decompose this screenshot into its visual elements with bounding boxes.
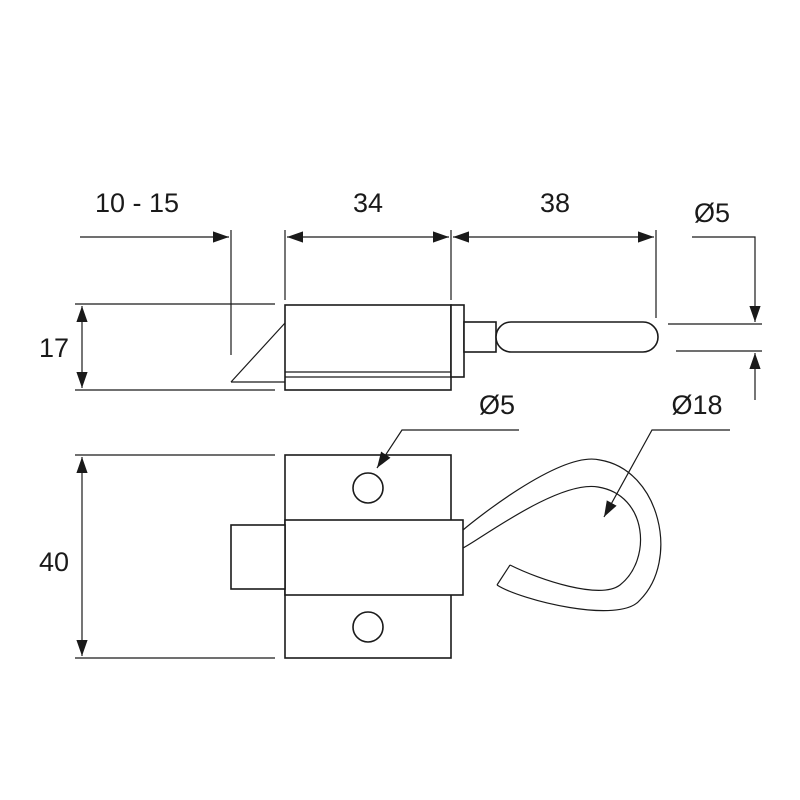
- bolt-collar: [463, 321, 497, 353]
- side-view: [75, 230, 762, 400]
- dimension-label-width: 40: [39, 547, 69, 577]
- hook-handle-inner: [462, 485, 641, 591]
- hook-end: [496, 564, 511, 586]
- dimension-label-body-length: 34: [353, 188, 383, 218]
- front-view: [75, 429, 730, 659]
- dimension-label-throw: 10 - 15: [95, 188, 179, 218]
- dimension-arrow-bolt-diameter-top: [692, 236, 761, 322]
- end-plate-side: [450, 304, 465, 378]
- mounting-hole-bottom: [352, 611, 384, 643]
- dimension-label-height: 17: [39, 333, 69, 363]
- bevel-edge: [230, 322, 286, 383]
- bolt-tip: [230, 524, 286, 590]
- bolt-housing: [284, 519, 464, 596]
- latch-body-side: [284, 304, 452, 391]
- leader-hook-diameter: [603, 429, 730, 518]
- mounting-hole-top: [352, 472, 384, 504]
- dimension-label-bolt-diameter: Ø5: [694, 198, 730, 228]
- leader-hole-diameter: [376, 429, 519, 469]
- dimension-label-hole-diameter: Ø5: [479, 390, 515, 420]
- bolt-rod: [495, 321, 659, 353]
- dimension-label-bolt-length: 38: [540, 188, 570, 218]
- dimension-label-hook-diameter: Ø18: [671, 390, 722, 420]
- hook-handle-outer: [462, 458, 662, 612]
